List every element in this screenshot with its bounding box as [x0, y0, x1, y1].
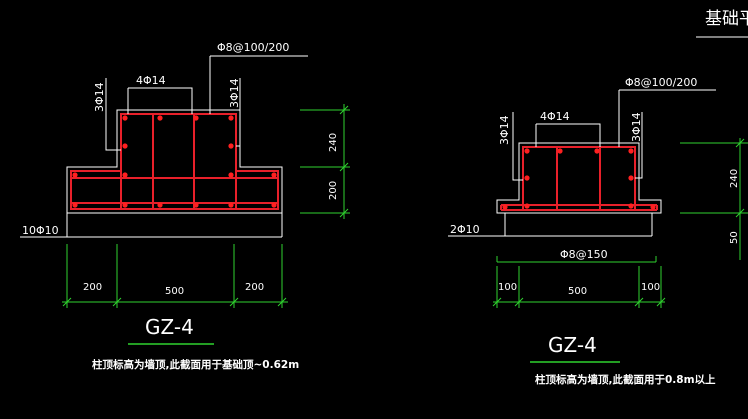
- right-section-title: GZ-4: [548, 333, 597, 357]
- left-side-bars-label: 3Φ14: [93, 82, 106, 112]
- left-bottom-bars-label: 10Φ10: [22, 224, 59, 237]
- left-leaders: [20, 55, 308, 238]
- left-rebar-cage: [70, 113, 279, 210]
- right-section: Φ8@100/200 4Φ14 3Φ14 3Φ14 2Φ10 Φ8@150 10…: [448, 76, 716, 386]
- right-bottom-bars-label: 2Φ10: [450, 223, 480, 236]
- left-rebar-dots: [72, 115, 277, 208]
- left-section-title: GZ-4: [145, 315, 194, 339]
- left-outline: [66, 109, 283, 214]
- right-rebar-cage: [500, 146, 658, 211]
- right-dim-bottom-3: 100: [641, 282, 660, 293]
- left-section: Φ8@100/200 4Φ14 3Φ14 3Φ14 10Φ10 240 200: [20, 41, 350, 371]
- left-dim-bottom-1: 200: [83, 282, 102, 293]
- left-dim-lower: 200: [328, 181, 339, 200]
- left-stirrup-label: Φ8@100/200: [217, 41, 289, 54]
- left-section-note: 柱顶标高为墙顶,此截面用于基础顶~0.62m: [92, 358, 299, 371]
- right-edge-dimension: 240 50: [680, 138, 748, 260]
- left-right-bars-label: 3Φ14: [228, 78, 241, 108]
- right-bottom-stirrup: [496, 256, 657, 263]
- right-rebar-dots: [502, 148, 656, 210]
- left-dim-bottom-2: 500: [165, 286, 184, 297]
- right-bottom-stirrup-label: Φ8@150: [560, 248, 608, 261]
- right-leaders: [448, 89, 716, 237]
- right-stirrup-label: Φ8@100/200: [625, 76, 697, 89]
- right-dim-bottom-1: 100: [498, 282, 517, 293]
- left-top-bars-label: 4Φ14: [136, 74, 166, 87]
- right-horizontal-dimension: [492, 266, 666, 308]
- right-edge-dim-lower: 50: [729, 231, 740, 244]
- right-side-bars-label: 3Φ14: [498, 115, 511, 145]
- right-top-bars-label: 4Φ14: [540, 110, 570, 123]
- left-horizontal-dimension: [62, 244, 288, 308]
- right-section-note: 柱顶标高为墙顶,此截面用于0.8m以上: [535, 373, 716, 386]
- corner-title: 基础平: [705, 9, 748, 29]
- left-dim-upper: 240: [328, 133, 339, 152]
- right-dim-bottom-2: 500: [568, 286, 587, 297]
- right-outline: [496, 142, 662, 214]
- right-right-bars-label: 3Φ14: [630, 112, 643, 142]
- left-dim-bottom-3: 200: [245, 282, 264, 293]
- left-vertical-dimension: [300, 104, 350, 219]
- right-edge-dim-upper: 240: [729, 169, 740, 188]
